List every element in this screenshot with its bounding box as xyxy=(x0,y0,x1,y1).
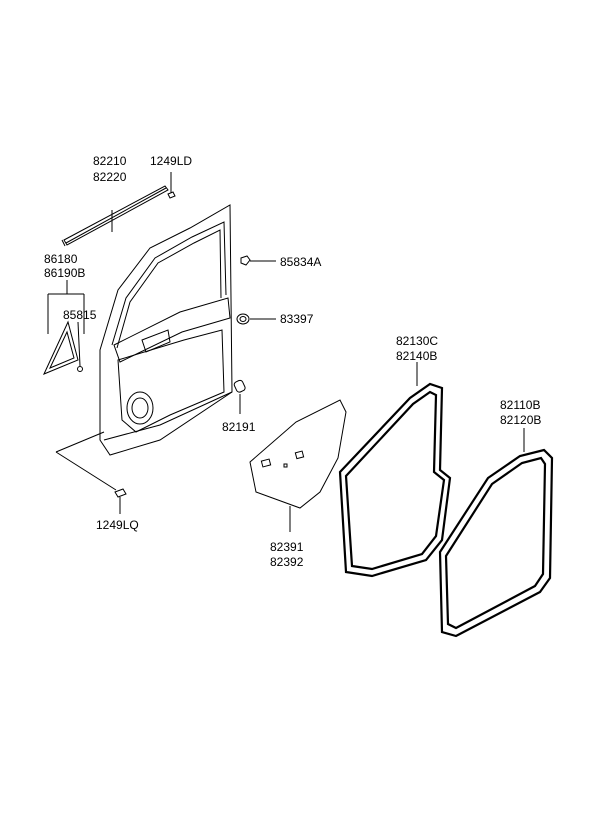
sealing-cover-part xyxy=(249,399,347,509)
beltline-molding-part xyxy=(61,185,169,247)
leader-lines xyxy=(47,172,525,532)
label-85815: 85815 xyxy=(63,308,97,322)
label-82140B: 82140B xyxy=(396,349,438,363)
bumper-part xyxy=(233,379,246,393)
label-1249LQ: 1249LQ xyxy=(96,518,139,532)
label-82120B: 82120B xyxy=(500,413,542,427)
mirror-cover-part xyxy=(43,320,83,375)
label-82392: 82392 xyxy=(270,555,304,569)
grommet-part xyxy=(236,313,250,325)
label-82220: 82220 xyxy=(93,170,127,184)
label-83397: 83397 xyxy=(280,312,314,326)
clip-trim-part xyxy=(240,255,251,266)
label-82210: 82210 xyxy=(93,154,127,168)
label-82110B: 82110B xyxy=(500,398,541,412)
door-trim-panel-part xyxy=(99,204,233,456)
label-86180: 86180 xyxy=(44,252,78,266)
label-82191: 82191 xyxy=(222,420,256,434)
weatherstrip-body-part xyxy=(438,448,554,638)
label-82391: 82391 xyxy=(270,540,304,554)
label-85834A: 85834A xyxy=(280,255,322,269)
bolt-bottom-part xyxy=(114,488,127,498)
label-82130C: 82130C xyxy=(396,334,439,348)
label-1249LD: 1249LD xyxy=(150,154,193,168)
label-86190B: 86190B xyxy=(44,266,86,280)
weatherstrip-door-part xyxy=(338,382,452,578)
